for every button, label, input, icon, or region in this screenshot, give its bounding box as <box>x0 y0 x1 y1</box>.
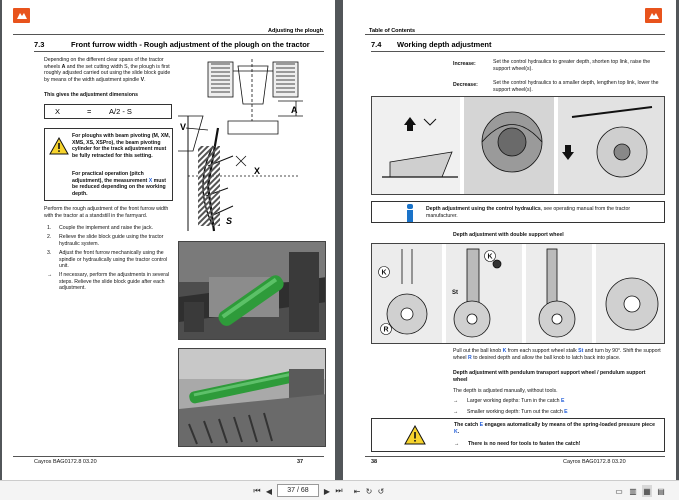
slide-block-photo <box>178 241 326 340</box>
dims-heading: This gives the adjustment dimensions <box>44 92 138 98</box>
label-x: X <box>254 166 260 176</box>
callout-k-2: K <box>488 254 493 261</box>
info-icon <box>407 204 413 222</box>
continuous-view-icon[interactable]: ▥ <box>629 486 637 496</box>
footer-rule <box>13 456 324 457</box>
section-number: 7.4 <box>371 40 382 49</box>
page-number: 37 <box>297 459 304 465</box>
section-number: 7.3 <box>34 40 45 49</box>
footer-doc-id: Cayros BAG0172.8 03.20 <box>563 459 626 465</box>
running-head: Table of Contents <box>369 28 416 34</box>
info-box: Depth adjustment using the control hydra… <box>371 201 665 223</box>
prev-page-button[interactable]: ◀ <box>265 486 273 496</box>
last-page-button[interactable]: ⏭ <box>335 486 343 495</box>
warning-text-2: For practical operation (pitch adjustmen… <box>72 171 166 197</box>
formula-box: X = A/2 - S <box>44 104 172 119</box>
label-s: S <box>226 216 232 226</box>
decrease-text: Set the control hydraulics to a smaller … <box>493 80 659 93</box>
viewer-toolbar: ⏮ ◀ 37 / 68 ▶ ⏭ ⇤ ↻ ↺ ▭ ▥ ▦ ▤ <box>0 480 679 500</box>
two-page-view-icon[interactable]: ▦ <box>642 485 652 497</box>
section-title: Front furrow width - Rough adjustment of… <box>71 40 310 49</box>
rotate-left-icon[interactable]: ↺ <box>377 486 385 496</box>
callout-st: St <box>452 290 458 296</box>
first-page-button[interactable]: ⏮ <box>253 486 261 495</box>
header-rule <box>365 34 665 35</box>
brand-logo-icon <box>13 8 30 23</box>
warning-triangle-icon <box>404 425 426 445</box>
page-number-input[interactable]: 37 / 68 <box>277 484 319 497</box>
label-a: A <box>291 105 298 115</box>
section-title: Working depth adjustment <box>397 40 492 49</box>
rotate-right-icon[interactable]: ↻ <box>365 486 373 496</box>
two-page-continuous-view-icon[interactable]: ▤ <box>657 486 665 496</box>
running-head: Adjusting the plough <box>268 28 323 34</box>
decrease-label: Decrease: <box>453 82 478 88</box>
footer-rule <box>365 456 665 457</box>
next-page-button[interactable]: ▶ <box>323 486 331 496</box>
warning-text-1: For ploughs with beam pivoting (M, XM, X… <box>72 133 170 159</box>
pull-paragraph: Pull out the ball knob K from each suppo… <box>453 348 661 361</box>
page-gutter <box>335 0 343 480</box>
pendulum-heading: Depth adjustment with pendulum transport… <box>453 370 646 383</box>
section-rule <box>371 51 665 52</box>
support-wheel-illustration: K K St R <box>371 243 665 344</box>
header-rule <box>13 34 324 35</box>
increase-label: Increase: <box>453 61 476 67</box>
warning-triangle-icon <box>49 137 69 155</box>
warning-box: For ploughs with beam pivoting (M, XM, X… <box>44 128 173 201</box>
catch-warning-text: The catch E engages automatically by mea… <box>454 422 655 435</box>
working-depth-illustration <box>371 96 665 195</box>
cylinder-photo <box>178 348 326 447</box>
label-v: V <box>180 122 186 132</box>
callout-r: R <box>384 327 389 334</box>
page-38: Table of Contents 7.4 Working depth adju… <box>343 0 676 480</box>
footer-doc-id: Cayros BAG0172.8 03.20 <box>34 459 97 465</box>
catch-warning-box: The catch E engages automatically by mea… <box>371 418 665 452</box>
page-number: 38 <box>371 459 378 465</box>
single-page-view-icon[interactable]: ▭ <box>615 486 623 496</box>
section-rule <box>34 51 324 52</box>
intro-paragraph: Depending on the different clear spans o… <box>44 57 171 83</box>
callout-k: K <box>382 270 387 277</box>
brand-logo-icon <box>645 8 662 23</box>
page-37: Adjusting the plough 7.3 Front furrow wi… <box>2 0 335 480</box>
plough-diagram: A V X S <box>178 56 323 234</box>
info-text: Depth adjustment using the control hydra… <box>426 206 631 219</box>
perform-paragraph: Perform the rough adjustment of the fron… <box>44 206 169 219</box>
increase-text: Set the control hydraulics to greater de… <box>493 59 651 72</box>
toggle-sidebar-icon[interactable]: ⇤ <box>353 486 361 496</box>
manual-text: The depth is adjusted manually, without … <box>453 388 558 394</box>
double-wheel-heading: Depth adjustment with double support whe… <box>453 232 564 238</box>
